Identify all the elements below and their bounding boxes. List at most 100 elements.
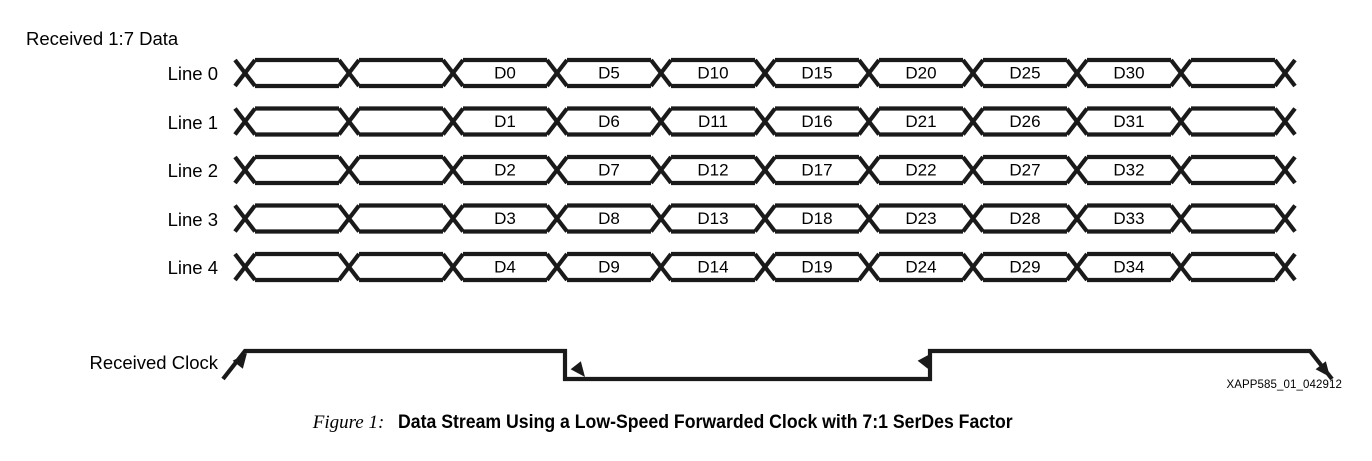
cell-value-d4: D4	[494, 257, 516, 276]
document-reference-code: XAPP585_01_042912	[1226, 379, 1342, 391]
transition-cross-up	[753, 58, 777, 88]
transition-cross-up	[441, 107, 465, 136]
cell-value-d0: D0	[494, 63, 516, 82]
transition-cross-up	[753, 204, 777, 233]
cell-value-d1: D1	[494, 112, 516, 131]
cell-value-d21: D21	[905, 112, 936, 131]
transition-cross-up	[961, 155, 985, 185]
transition-cross-up	[1169, 204, 1193, 233]
row-label-line-0: Line 0	[167, 63, 218, 84]
cell-value-d24: D24	[905, 257, 936, 276]
transition-cross-up	[1273, 204, 1297, 233]
cell-value-d15: D15	[801, 63, 832, 82]
cell-value-d30: D30	[1113, 63, 1144, 82]
transition-cross-up	[753, 155, 777, 185]
transition-cross-up	[857, 155, 881, 185]
transition-cross-up	[961, 204, 985, 233]
cell-value-d5: D5	[598, 63, 620, 82]
transition-cross-up	[1065, 107, 1089, 136]
transition-cross-up	[1169, 155, 1193, 185]
cell-value-d26: D26	[1009, 112, 1040, 131]
transition-cross-up	[233, 58, 257, 88]
cell-value-d9: D9	[598, 257, 620, 276]
cell-value-d25: D25	[1009, 63, 1040, 82]
transition-cross-up	[441, 204, 465, 233]
cell-value-d31: D31	[1113, 112, 1144, 131]
transition-cross-up	[1273, 58, 1297, 88]
cell-value-d32: D32	[1113, 160, 1144, 179]
transition-cross-up	[233, 155, 257, 185]
cell-value-d23: D23	[905, 209, 936, 228]
clock-falling-edge-arrow	[1315, 361, 1330, 377]
transition-cross-up	[961, 58, 985, 88]
cell-value-d6: D6	[598, 112, 620, 131]
cell-value-d12: D12	[697, 160, 728, 179]
transition-cross-up	[441, 58, 465, 88]
row-label-line-2: Line 2	[167, 160, 218, 181]
transition-cross-up	[337, 155, 361, 185]
transition-cross-up	[545, 204, 569, 233]
transition-cross-up	[337, 204, 361, 233]
transition-cross-up	[857, 252, 881, 282]
transition-cross-up	[961, 107, 985, 136]
transition-cross-up	[1065, 155, 1089, 185]
cell-value-d27: D27	[1009, 160, 1040, 179]
row-label-line-1: Line 1	[167, 111, 218, 133]
cell-value-d22: D22	[905, 160, 936, 179]
transition-cross-up	[233, 252, 257, 282]
transition-cross-up	[649, 107, 673, 136]
transition-cross-up	[649, 204, 673, 233]
waveform-row-line-1: D1 D6 D11 D16 D21 D26 D31	[233, 106, 1297, 137]
transition-cross-up	[337, 107, 361, 136]
transition-cross-up	[753, 252, 777, 282]
transition-cross-up	[545, 107, 569, 136]
transition-cross-up	[1169, 107, 1193, 136]
cell-value-d34: D34	[1113, 257, 1144, 276]
transition-cross-up	[1273, 155, 1297, 185]
transition-cross-up	[1065, 204, 1089, 233]
row-label-line-4: Line 4	[167, 257, 218, 278]
cell-value-d33: D33	[1113, 209, 1144, 228]
transition-cross-up	[1169, 58, 1193, 88]
cell-value-d18: D18	[801, 209, 832, 228]
clock-rising-edge-arrow	[917, 353, 932, 369]
transition-cross-up	[545, 58, 569, 88]
transition-cross-up	[337, 252, 361, 282]
transition-cross-up	[337, 58, 361, 88]
figure-caption-title: Data Stream Using a Low-Speed Forwarded …	[398, 412, 1013, 433]
received-data-group-title: Received 1:7 Data	[26, 28, 179, 49]
clock-falling-edge-arrow	[570, 361, 585, 377]
cell-value-d13: D13	[697, 209, 728, 228]
cell-value-d3: D3	[494, 209, 516, 228]
transition-cross-up	[1169, 252, 1193, 282]
transition-cross-up	[1065, 252, 1089, 282]
row-label-line-3: Line 3	[167, 208, 218, 230]
cell-value-d14: D14	[697, 257, 728, 276]
transition-cross-up	[857, 204, 881, 233]
cell-value-d10: D10	[697, 63, 728, 82]
clock-waveform-path	[221, 348, 1334, 382]
transition-cross-up	[1065, 58, 1089, 88]
cell-value-d11: D11	[698, 112, 728, 131]
transition-cross-up	[545, 155, 569, 185]
transition-cross-up	[649, 58, 673, 88]
transition-cross-up	[545, 252, 569, 282]
transition-cross-up	[857, 107, 881, 136]
transition-cross-up	[441, 252, 465, 282]
cell-value-d28: D28	[1009, 209, 1040, 228]
transition-cross-up	[233, 107, 257, 136]
waveform-row-received-clock	[221, 348, 1334, 382]
received-clock-label: Received Clock	[89, 352, 218, 373]
cell-value-d7: D7	[598, 160, 620, 179]
cell-value-d19: D19	[801, 257, 832, 276]
transition-cross-up	[649, 155, 673, 185]
cell-value-d16: D16	[801, 112, 832, 131]
figure-caption: Figure 1:Data Stream Using a Low-Speed F…	[0, 412, 1372, 434]
transition-cross-up	[753, 107, 777, 136]
